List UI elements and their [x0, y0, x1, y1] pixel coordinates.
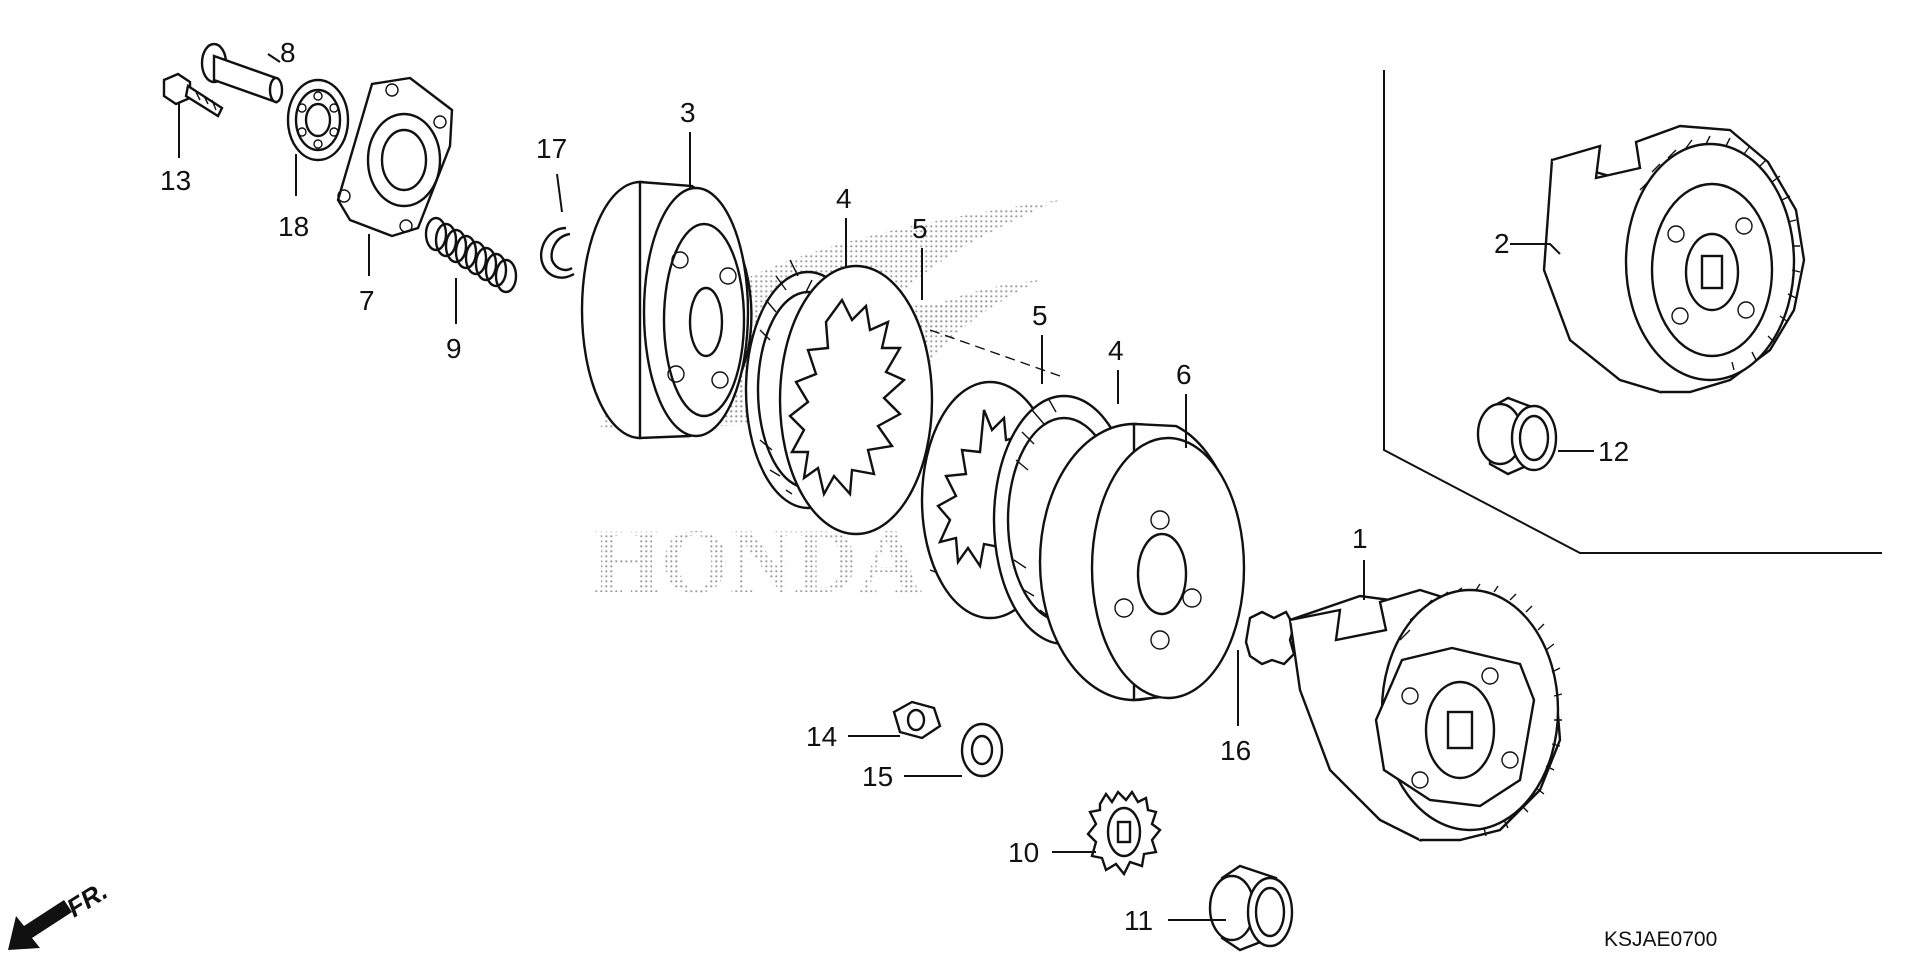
- part-labels: 1 2 3 4 4 5 5 6 7 8 9 10 11 12 13 14 15 …: [160, 37, 1629, 936]
- part-11-bushing: [1208, 864, 1294, 952]
- label-part-8: 8: [280, 37, 296, 68]
- label-part-17: 17: [536, 133, 567, 164]
- label-part-10: 10: [1008, 837, 1039, 868]
- part-9-spring: [424, 216, 518, 294]
- part-6-clutch-center: [1038, 422, 1246, 702]
- part-16-lock-washer: [1244, 610, 1296, 666]
- part-15-washer: [960, 722, 1004, 778]
- label-part-9: 9: [446, 333, 462, 364]
- part-18-bearing: [286, 78, 350, 162]
- label-part-6: 6: [1176, 359, 1192, 390]
- label-part-3: 3: [680, 97, 696, 128]
- label-part-1: 1: [1352, 523, 1368, 554]
- part-5-clutch-plate-a: [778, 264, 934, 536]
- part-13-bolt: [162, 72, 224, 118]
- part-1-clutch-outer: [1288, 583, 1563, 842]
- arrow-down-left-icon: [8, 900, 72, 950]
- diagram-code: KSJAE0700: [1604, 928, 1717, 951]
- label-part-7: 7: [359, 285, 375, 316]
- label-part-2: 2: [1494, 228, 1510, 259]
- part-10-gear: [1086, 789, 1162, 877]
- label-part-11: 11: [1124, 905, 1153, 936]
- label-part-4a: 4: [836, 183, 852, 214]
- label-part-5a: 5: [912, 213, 928, 244]
- part-12-bushing: [1476, 396, 1558, 476]
- part-3-pressure-plate: [580, 180, 753, 440]
- label-part-5b: 5: [1032, 300, 1048, 331]
- part-2-clutch-outer-alt: [1542, 124, 1806, 394]
- part-7-lifter-plate: [336, 76, 454, 238]
- label-part-16: 16: [1220, 735, 1251, 766]
- part-8-collar: [200, 42, 284, 104]
- inset-frame: [1383, 70, 1882, 554]
- part-14-nut: [892, 700, 942, 740]
- direction-label: FR.: [61, 875, 112, 923]
- label-part-4b: 4: [1108, 335, 1124, 366]
- label-part-14: 14: [806, 721, 837, 752]
- leader-lines: [178, 53, 1594, 921]
- label-part-13: 13: [160, 165, 191, 196]
- label-part-18: 18: [278, 211, 309, 242]
- front-direction-indicator: FR.: [8, 875, 113, 950]
- label-part-12: 12: [1598, 436, 1629, 467]
- part-17-circlip: [539, 226, 575, 279]
- label-part-15: 15: [862, 761, 893, 792]
